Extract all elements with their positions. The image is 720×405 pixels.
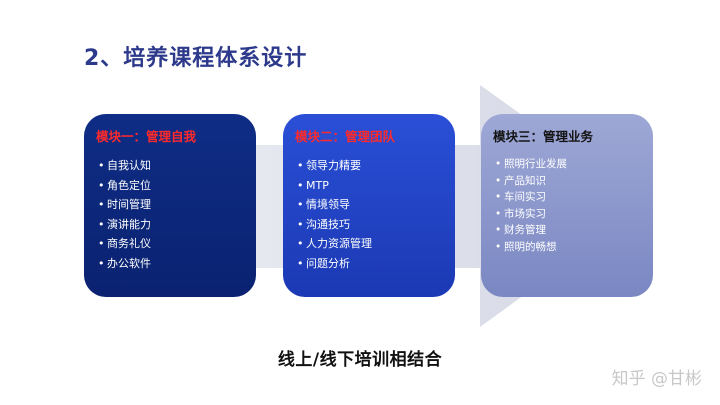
bullet: •	[98, 178, 105, 192]
bullet: •	[297, 217, 304, 231]
list-item: •沟通技巧	[297, 215, 372, 235]
page-title: 2、培养课程体系设计	[84, 46, 308, 71]
list-item: •商务礼仪	[98, 234, 151, 254]
list-item: •产品知识	[495, 173, 567, 190]
list-item: •问题分析	[297, 254, 372, 274]
list-item-label: 照明的畅想	[504, 240, 557, 253]
bullet: •	[495, 224, 502, 236]
bullet: •	[98, 256, 105, 270]
subtitle: 线上/线下培训相结合	[277, 350, 443, 370]
bullet: •	[98, 237, 105, 250]
list-item-label: 领导力精要	[306, 159, 361, 172]
list-item-label: 演讲能力	[107, 217, 151, 231]
bullet: •	[297, 256, 304, 270]
list-item-label: 情境领导	[306, 198, 350, 211]
list-item: •财务管理	[495, 222, 567, 239]
module-card-3: 模块三：管理业务 •照明行业发展 •产品知识 •车间实习 •市场实习 •财务管理…	[481, 114, 653, 297]
bullet: •	[98, 159, 105, 172]
list-item: •办公软件	[98, 254, 151, 274]
list-item: •车间实习	[495, 189, 567, 206]
bullet: •	[297, 198, 304, 211]
list-item: •角色定位	[98, 176, 151, 196]
module-heading: 模块一：管理自我	[96, 129, 197, 144]
list-item-label: MTP	[306, 178, 329, 192]
bullet: •	[297, 237, 304, 250]
list-item: •MTP	[297, 176, 372, 196]
bullet: •	[297, 159, 304, 172]
module-item-list: •领导力精要 •MTP •情境领导 •沟通技巧 •人力资源管理 •问题分析	[297, 156, 372, 273]
bullet: •	[495, 158, 502, 170]
list-item: •市场实习	[495, 206, 567, 223]
list-item-label: 人力资源管理	[306, 237, 372, 250]
list-item: •照明的畅想	[495, 239, 567, 256]
module-heading: 模块二：管理团队	[295, 129, 396, 144]
module-item-list: •照明行业发展 •产品知识 •车间实习 •市场实习 •财务管理 •照明的畅想	[495, 156, 567, 255]
bullet: •	[495, 207, 502, 220]
list-item-label: 照明行业发展	[504, 158, 567, 170]
list-item-label: 沟通技巧	[306, 217, 350, 231]
module-card-1: 模块一：管理自我 •自我认知 •角色定位 •时间管理 •演讲能力 •商务礼仪 •…	[84, 114, 256, 297]
list-item: •领导力精要	[297, 156, 372, 176]
list-item-label: 时间管理	[107, 198, 151, 211]
list-item: •演讲能力	[98, 215, 151, 235]
bullet: •	[98, 198, 105, 211]
list-item-label: 产品知识	[504, 174, 546, 187]
module-heading: 模块三：管理业务	[493, 129, 594, 144]
list-item-label: 市场实习	[504, 207, 546, 220]
list-item: •情境领导	[297, 195, 372, 215]
list-item-label: 问题分析	[306, 256, 350, 270]
list-item-label: 自我认知	[107, 159, 151, 172]
bullet: •	[297, 178, 304, 192]
list-item: •时间管理	[98, 195, 151, 215]
module-item-list: •自我认知 •角色定位 •时间管理 •演讲能力 •商务礼仪 •办公软件	[98, 156, 151, 273]
list-item-label: 角色定位	[107, 178, 151, 192]
watermark: 知乎 @甘彬	[611, 369, 702, 389]
list-item-label: 办公软件	[107, 256, 151, 270]
bullet: •	[495, 240, 502, 253]
list-item: •自我认知	[98, 156, 151, 176]
list-item: •照明行业发展	[495, 156, 567, 173]
bullet: •	[495, 191, 502, 203]
list-item-label: 财务管理	[504, 224, 546, 236]
list-item-label: 车间实习	[504, 191, 546, 203]
module-card-2: 模块二：管理团队 •领导力精要 •MTP •情境领导 •沟通技巧 •人力资源管理…	[283, 114, 455, 297]
list-item: •人力资源管理	[297, 234, 372, 254]
list-item-label: 商务礼仪	[107, 237, 151, 250]
bullet: •	[98, 217, 105, 231]
bullet: •	[495, 174, 502, 187]
